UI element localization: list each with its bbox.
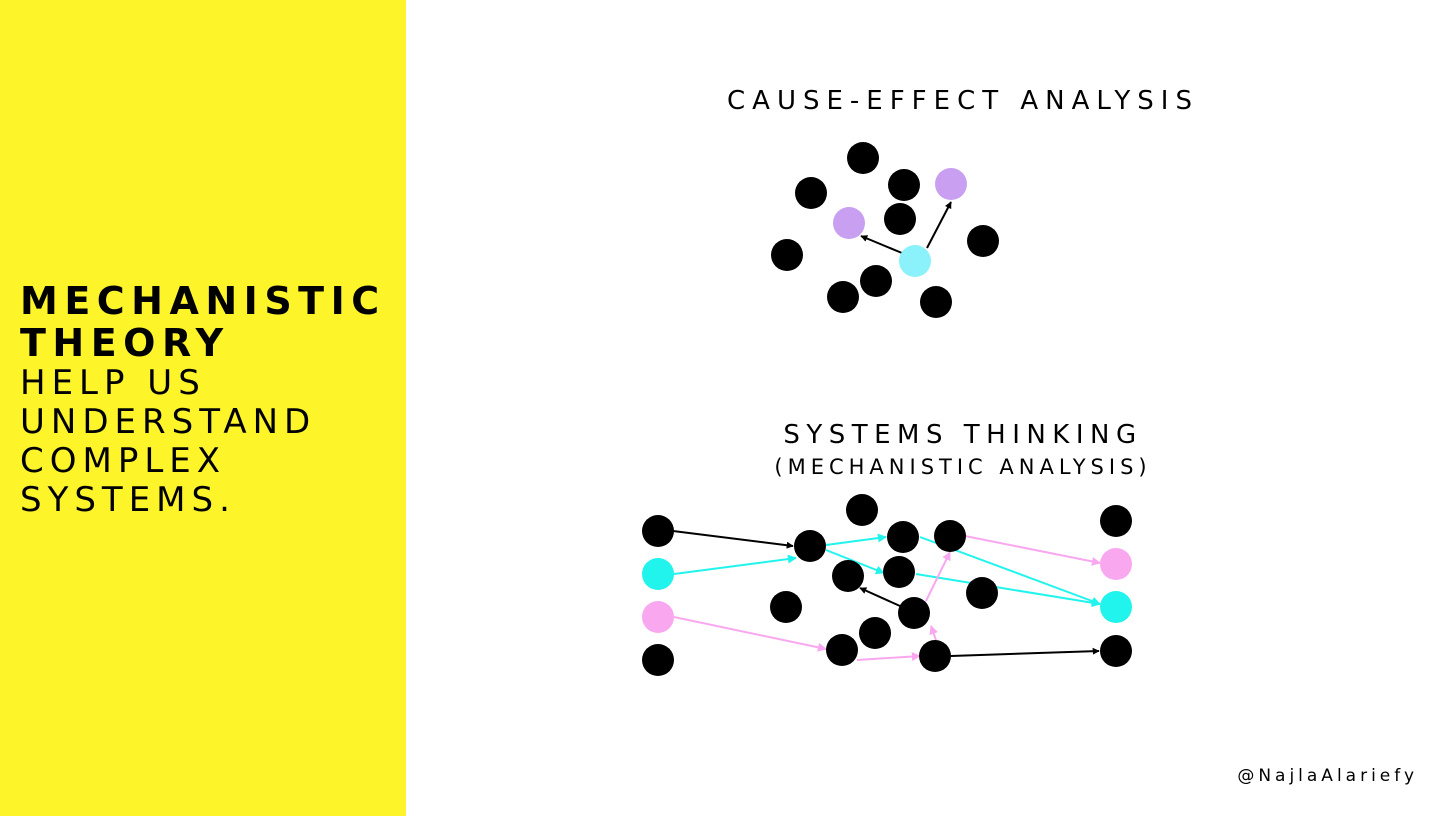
node (919, 640, 951, 672)
cause-node (899, 245, 931, 277)
node (884, 203, 916, 235)
cause-effect-title: CAUSE-EFFECT ANALYSIS (727, 86, 1199, 116)
heading-line-1: MECHANISTIC (20, 279, 386, 323)
cause-effect-arrow-1 (860, 235, 903, 254)
author-credit: @NajlaAlariefy (1237, 766, 1418, 786)
node (771, 239, 803, 271)
node (859, 617, 891, 649)
systems-arrow (672, 530, 794, 549)
node (846, 494, 878, 526)
cause-effect-diagram (771, 142, 999, 318)
effect-node (935, 168, 967, 200)
node (934, 520, 966, 552)
node (967, 225, 999, 257)
subtitle-line-2: UNDERSTAND (20, 402, 317, 442)
systems-arrow (964, 535, 1101, 566)
node (642, 515, 674, 547)
output-node-cyan (1100, 591, 1132, 623)
node (832, 560, 864, 592)
node (1100, 505, 1132, 537)
node (1100, 635, 1132, 667)
output-node-pink (1100, 548, 1132, 580)
sidebar-panel: MECHANISTIC THEORY HELP US UNDERSTAND CO… (0, 0, 406, 816)
node (887, 521, 919, 553)
systems-thinking-diagram (642, 494, 1132, 676)
node (794, 530, 826, 562)
effect-node (833, 207, 865, 239)
systems-arrow (915, 573, 1101, 608)
subtitle-line-3: COMPLEX (20, 441, 227, 481)
subtitle-line-1: HELP US (20, 363, 206, 403)
systems-arrow (825, 549, 885, 575)
node (860, 265, 892, 297)
node (883, 556, 915, 588)
subtitle-line-4: SYSTEMS. (20, 480, 236, 520)
input-node-pink (642, 601, 674, 633)
node (795, 177, 827, 209)
node (847, 142, 879, 174)
node (826, 634, 858, 666)
node (966, 577, 998, 609)
node (898, 597, 930, 629)
systems-arrow (825, 533, 887, 546)
systems-thinking-title: SYSTEMS THINKING (783, 420, 1143, 450)
systems-arrow (929, 625, 938, 641)
node (827, 281, 859, 313)
systems-arrow (859, 587, 901, 607)
systems-arrow (856, 652, 921, 662)
cause-effect-arrow-2 (926, 201, 952, 249)
node (770, 591, 802, 623)
systems-thinking-subtitle: (MECHANISTIC ANALYSIS) (774, 455, 1152, 479)
node (642, 644, 674, 676)
node (888, 169, 920, 201)
heading-line-2: THEORY (20, 321, 230, 365)
systems-arrow (925, 551, 951, 602)
systems-arrow (950, 647, 1100, 657)
sidebar-text: MECHANISTIC THEORY HELP US UNDERSTAND CO… (20, 280, 386, 520)
node (920, 286, 952, 318)
systems-arrow (673, 554, 797, 575)
input-node-cyan (642, 558, 674, 590)
systems-arrow (673, 616, 827, 652)
